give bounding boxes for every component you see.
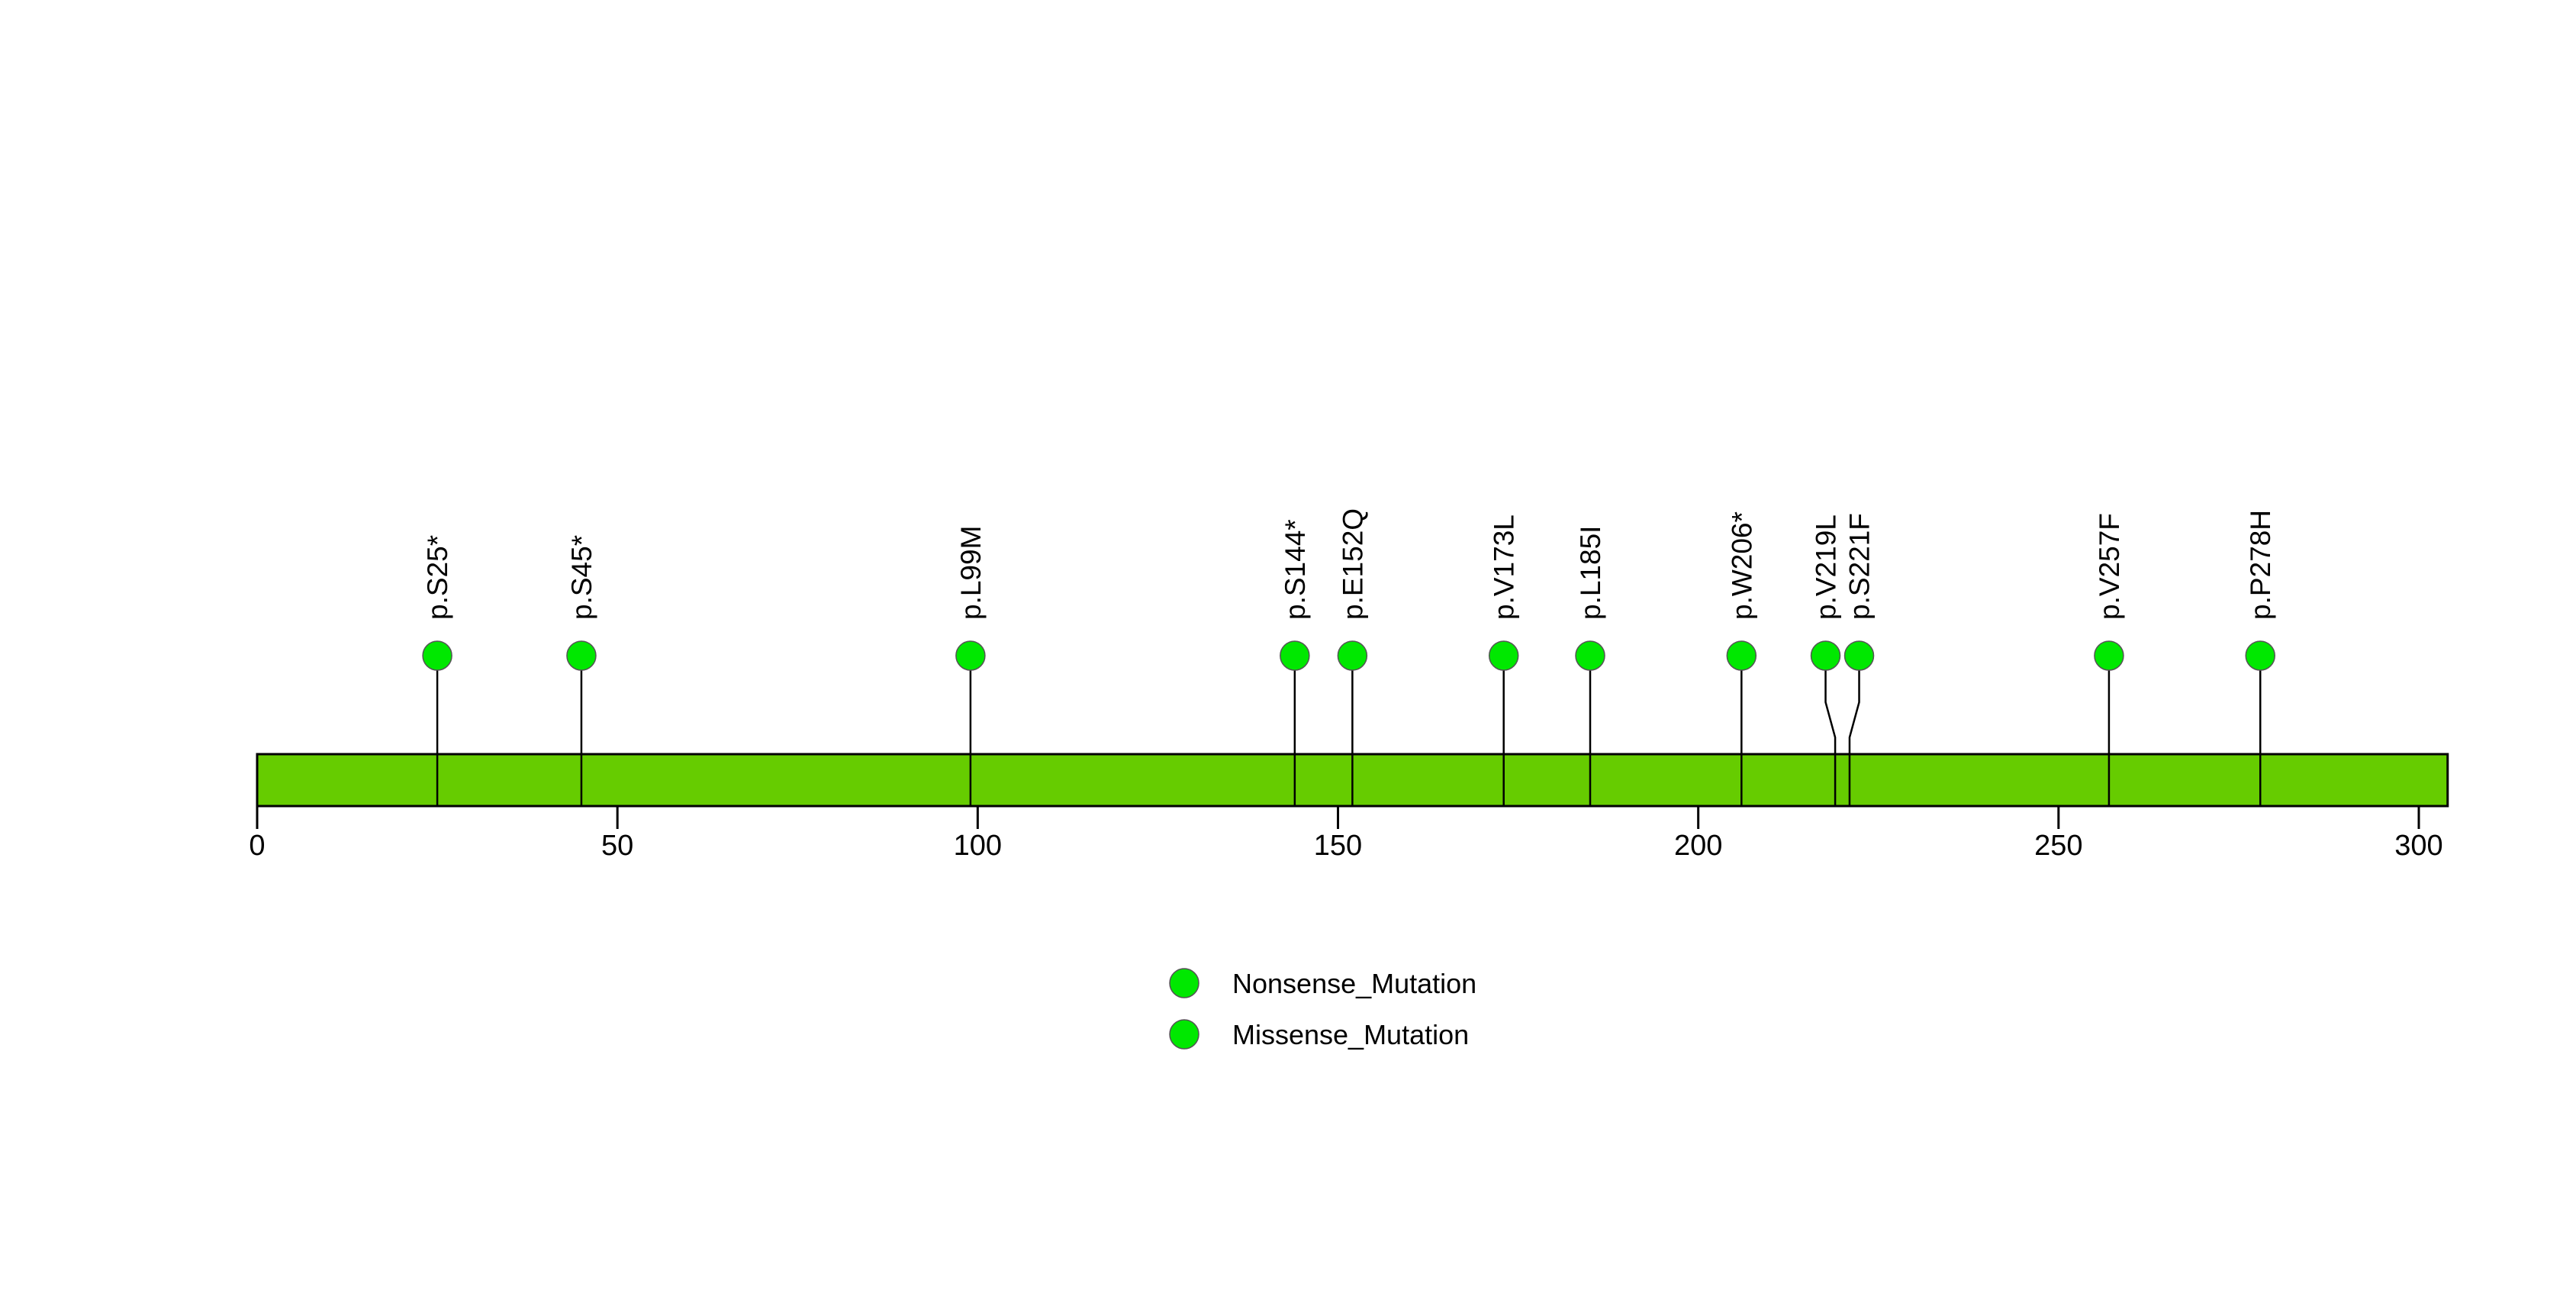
- lollipop-label: p.S45*: [566, 535, 597, 620]
- lollipop-head-layer[interactable]: [422, 640, 2275, 671]
- lollipop-label-layer: p.S25* p.S45* p.L99M p.S144* p.E152Q p.V173L p…: [422, 508, 2276, 620]
- lollipop-head[interactable]: [1843, 640, 1875, 671]
- lollipop-label: p.P278H: [2245, 510, 2276, 620]
- lollipop-label: p.S25*: [422, 535, 453, 620]
- axis-tick-label: 100: [954, 830, 1002, 862]
- lollipop-label: p.S221F: [1844, 513, 1876, 620]
- lollipop-label: p.L185I: [1575, 526, 1606, 620]
- lollipop-head[interactable]: [955, 640, 986, 671]
- lollipop-head[interactable]: [1726, 640, 1757, 671]
- axis-tick-label: 200: [1674, 830, 1722, 862]
- lollipop-head[interactable]: [1575, 640, 1605, 671]
- lollipop-head[interactable]: [2094, 640, 2124, 671]
- axis-tick-label: 250: [2034, 830, 2082, 862]
- lollipop-label: p.W206*: [1726, 511, 1757, 620]
- lollipop-head[interactable]: [422, 640, 452, 671]
- lollipop-head[interactable]: [1280, 640, 1310, 671]
- lollipop-stem-layer: [436, 656, 2262, 806]
- lollipop-head[interactable]: [1810, 640, 1841, 671]
- lollipop-head[interactable]: [1488, 640, 1519, 671]
- legend-label: Missense_Mutation: [1232, 1019, 1469, 1050]
- axis-tick-label: 50: [601, 830, 633, 862]
- lollipop-label: p.E152Q: [1337, 508, 1368, 620]
- lollipop-label: p.S144*: [1280, 519, 1311, 620]
- lollipop-stem: [1824, 656, 1837, 806]
- lollipop-label: p.V219L: [1811, 514, 1842, 620]
- axis-tick-label: 0: [249, 830, 265, 862]
- lollipop-head[interactable]: [566, 640, 597, 671]
- axis-layer: 0 50 100 150 200 250 300: [249, 806, 2443, 862]
- axis-tick-label: 150: [1314, 830, 1362, 862]
- legend-swatch-icon: [1169, 1019, 1199, 1050]
- axis-tick-label: 300: [2394, 830, 2442, 862]
- lollipop-head[interactable]: [2245, 640, 2275, 671]
- lollipop-stem: [1848, 656, 1860, 806]
- lollipop-head[interactable]: [1337, 640, 1368, 671]
- lollipop-label: p.V257F: [2094, 513, 2125, 620]
- legend-label: Nonsense_Mutation: [1232, 968, 1476, 999]
- lollipop-label: p.L99M: [955, 526, 987, 620]
- lollipop-label: p.V173L: [1489, 514, 1520, 620]
- legend-swatch-icon: [1169, 968, 1199, 998]
